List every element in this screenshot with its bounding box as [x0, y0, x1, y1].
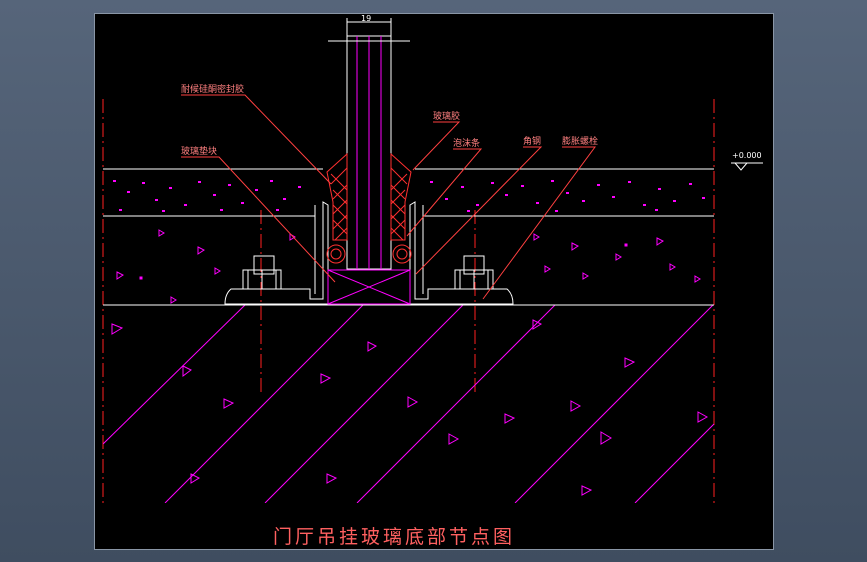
expansion-bolt-left	[242, 255, 282, 290]
glass-setting-block	[327, 269, 411, 305]
dimension-19	[346, 18, 392, 36]
mortar-hatch	[116, 229, 701, 304]
angle-steel-right	[409, 201, 514, 305]
expansion-bolt-right	[454, 255, 494, 290]
foam-rods	[326, 244, 412, 264]
screed-hatch	[113, 180, 705, 212]
glass-panel	[328, 35, 410, 270]
cad-drawing: 19 +0.000 耐候硅酮密封胶 玻璃垫块 玻璃胶 泡沫条 角钢 膨胀螺栓 门…	[102, 14, 763, 548]
concrete-slab	[103, 305, 714, 503]
label-expansion-bolt: 膨胀螺栓	[562, 135, 598, 147]
leader-lines	[181, 94, 596, 300]
slab-aggregate-marks	[111, 319, 709, 496]
dimension-text: 19	[361, 14, 371, 23]
cad-viewport[interactable]: 19 +0.000 耐候硅酮密封胶 玻璃垫块 玻璃胶 泡沫条 角钢 膨胀螺栓 门…	[94, 13, 774, 550]
label-silicone-sealant: 耐候硅酮密封胶	[181, 83, 244, 95]
foam-rod-left	[326, 244, 346, 264]
label-angle-steel: 角钢	[523, 135, 541, 147]
label-glass-glue: 玻璃胶	[433, 110, 460, 122]
axis-lines	[102, 99, 715, 503]
drawing-title: 门厅吊挂玻璃底部节点图	[273, 526, 515, 548]
foam-rod-right	[392, 244, 412, 264]
label-foam-rod: 泡沫条	[453, 137, 480, 149]
angle-steel-left	[224, 201, 329, 305]
elevation-marker	[731, 162, 763, 171]
elevation-text: +0.000	[732, 151, 762, 160]
label-glass-block: 玻璃垫块	[181, 145, 217, 157]
floor-layers	[103, 168, 714, 306]
annotations: 耐候硅酮密封胶 玻璃垫块 玻璃胶 泡沫条 角钢 膨胀螺栓	[181, 83, 598, 157]
sealant-hatch	[326, 152, 412, 241]
